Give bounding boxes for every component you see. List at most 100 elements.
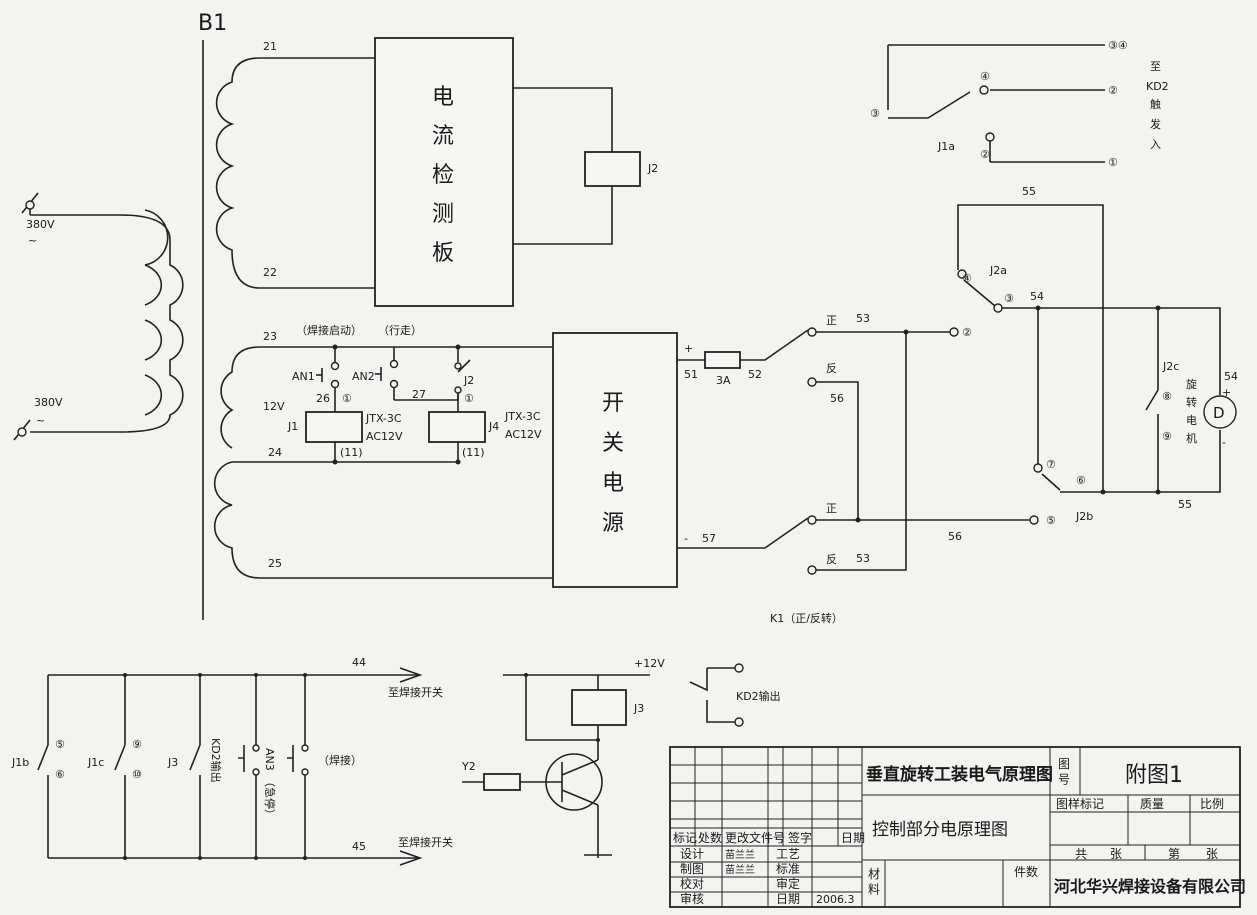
label-j1: J1 xyxy=(287,420,298,433)
label-j3-contact: J3 xyxy=(167,756,178,769)
label-j2a-c4: ④ xyxy=(962,272,972,285)
label-an3-note: （急停） xyxy=(263,776,277,820)
label-j2c-c8: ⑧ xyxy=(1162,390,1172,403)
transformer-label: B1 xyxy=(198,11,227,36)
label-an2: AN2 xyxy=(352,370,375,383)
role-review: 审核 xyxy=(680,891,704,906)
psu-char-4: 源 xyxy=(602,511,624,536)
label-motor-plus: + xyxy=(1222,386,1231,399)
label-no: 第 xyxy=(1168,847,1180,861)
k1-switch: 正 反 正 反 53 56 53 56 K1（正/反转） xyxy=(770,312,1030,625)
label-j1-model: JTX-3C xyxy=(365,412,402,425)
rev-col-mark: 标记 xyxy=(673,831,697,845)
label-j4-1: ① xyxy=(464,392,474,405)
label-45: 45 xyxy=(352,840,366,853)
drawing-title: 垂直旋转工装电气原理图 xyxy=(866,764,1053,785)
psu-minus: - xyxy=(684,532,688,545)
psu-plus: + xyxy=(684,342,693,355)
label-fuse: 3A xyxy=(716,374,731,387)
role-standard: 标准 xyxy=(776,862,800,876)
label-motor-4: 机 xyxy=(1186,431,1197,445)
switching-psu: 开 关 电 源 + - 51 3A 52 57 xyxy=(552,329,809,588)
title-block: 标记 处数 更改文件号 签字 日期 设计 制图 校对 审核 苗兰兰 苗兰兰 工艺… xyxy=(669,746,1246,908)
label-to-kd2-1: 至 xyxy=(1150,60,1161,73)
relay-coil-j3 xyxy=(571,689,627,726)
bottom-contacts: 44 45 至焊接开关 至焊接开关 J1b ⑤ ⑥ J1c ⑨ ⑩ J3 KD2… xyxy=(11,656,453,866)
role-design: 设计 xyxy=(680,847,704,861)
label-j1c-c10: ⑩ xyxy=(132,768,142,781)
label-material: 材料 xyxy=(868,867,880,897)
label-travel: （行走） xyxy=(378,324,422,337)
label-motor-2: 转 xyxy=(1186,395,1197,409)
label-total: 共 xyxy=(1075,847,1087,861)
label-j2c: J2c xyxy=(1162,360,1179,373)
label-44: 44 xyxy=(352,656,366,669)
label-j4-11: (11) xyxy=(462,446,485,459)
label-k1-rev-top: 反 xyxy=(826,362,837,375)
label-tilde-b: ~ xyxy=(36,414,45,427)
label-to-kd2-4: 发 xyxy=(1150,117,1161,131)
label-weight: 质量 xyxy=(1140,797,1164,811)
rev-col-count: 处数 xyxy=(698,830,722,845)
label-j2b-c7: ⑦ xyxy=(1046,458,1056,471)
label-y2: Y2 xyxy=(461,760,476,773)
label-j2a-c3: ③ xyxy=(1004,292,1014,305)
label-j2b: J2b xyxy=(1075,510,1093,523)
role-date: 日期 xyxy=(776,892,800,906)
label-k1-fwd-top: 正 xyxy=(826,314,837,327)
label-j1a: J1a xyxy=(937,140,955,153)
label-c4-top: ④ xyxy=(980,70,990,83)
drawing-number: 附图1 xyxy=(1125,763,1183,788)
label-motor-3: 电 xyxy=(1186,414,1197,427)
label-380v-a: 380V xyxy=(26,218,55,231)
label-53-top: 53 xyxy=(856,312,870,325)
label-55-top: 55 xyxy=(1022,185,1036,198)
label-to-kd2-2: KD2 xyxy=(1146,80,1169,93)
label-j2-contact: J2 xyxy=(463,374,474,387)
label-23: 23 xyxy=(263,330,277,343)
role-check: 校对 xyxy=(680,876,704,891)
label-an1: AN1 xyxy=(292,370,315,383)
role-approve: 审定 xyxy=(776,876,800,891)
relay-coil-j2 xyxy=(584,151,641,187)
label-380v-b: 380V xyxy=(34,396,63,409)
designer-name: 苗兰兰 xyxy=(725,848,755,861)
resistor-y2 xyxy=(483,773,521,791)
label-to-weld-switch-bot: 至焊接开关 xyxy=(398,835,453,849)
label-12v-plus: +12V xyxy=(634,657,665,670)
label-56-bot: 56 xyxy=(948,530,962,543)
rev-col-doc: 更改文件号 xyxy=(725,830,785,845)
label-motor-minus: - xyxy=(1222,436,1226,449)
motor-d-label: D xyxy=(1213,404,1225,422)
label-c2-top: ② xyxy=(980,148,990,161)
label-j1b-c5: ⑤ xyxy=(55,738,65,751)
cdb-char-5: 板 xyxy=(432,241,454,266)
label-25: 25 xyxy=(268,557,282,570)
psu-char-1: 开 xyxy=(602,391,624,416)
label-k1: K1（正/反转） xyxy=(770,611,843,625)
label-22: 22 xyxy=(263,266,277,279)
psu-char-3: 电 xyxy=(602,471,624,496)
label-to-weld-switch-top: 至焊接开关 xyxy=(388,685,443,699)
label-26: 26 xyxy=(316,392,330,405)
label-j1-1: ① xyxy=(342,392,352,405)
label-drawing-no: 图号 xyxy=(1058,757,1070,787)
drafter-name: 苗兰兰 xyxy=(725,863,755,876)
label-pieces: 件数 xyxy=(1014,864,1038,879)
label-54-motor: 54 xyxy=(1224,370,1238,383)
cdb-char-1: 电 xyxy=(432,85,454,110)
label-j1c: J1c xyxy=(87,756,104,769)
current-detect-board: 电 流 检 测 板 J2 xyxy=(374,37,658,307)
label-j1-11: (11) xyxy=(340,446,363,459)
label-k1-fwd-bot: 正 xyxy=(826,502,837,515)
drawing-subtitle: 控制部分电原理图 xyxy=(872,820,1008,840)
label-j2a-c2: ② xyxy=(962,326,972,339)
label-k1-rev-bot: 反 xyxy=(826,553,837,566)
label-12v: 12V xyxy=(263,400,285,413)
label-to-kd2-3: 触 xyxy=(1150,97,1161,111)
label-c3-top: ③ xyxy=(870,107,880,120)
relay-coil-j4 xyxy=(428,411,486,443)
label-scale: 比例 xyxy=(1200,797,1224,811)
label-j4: J4 xyxy=(488,420,499,433)
